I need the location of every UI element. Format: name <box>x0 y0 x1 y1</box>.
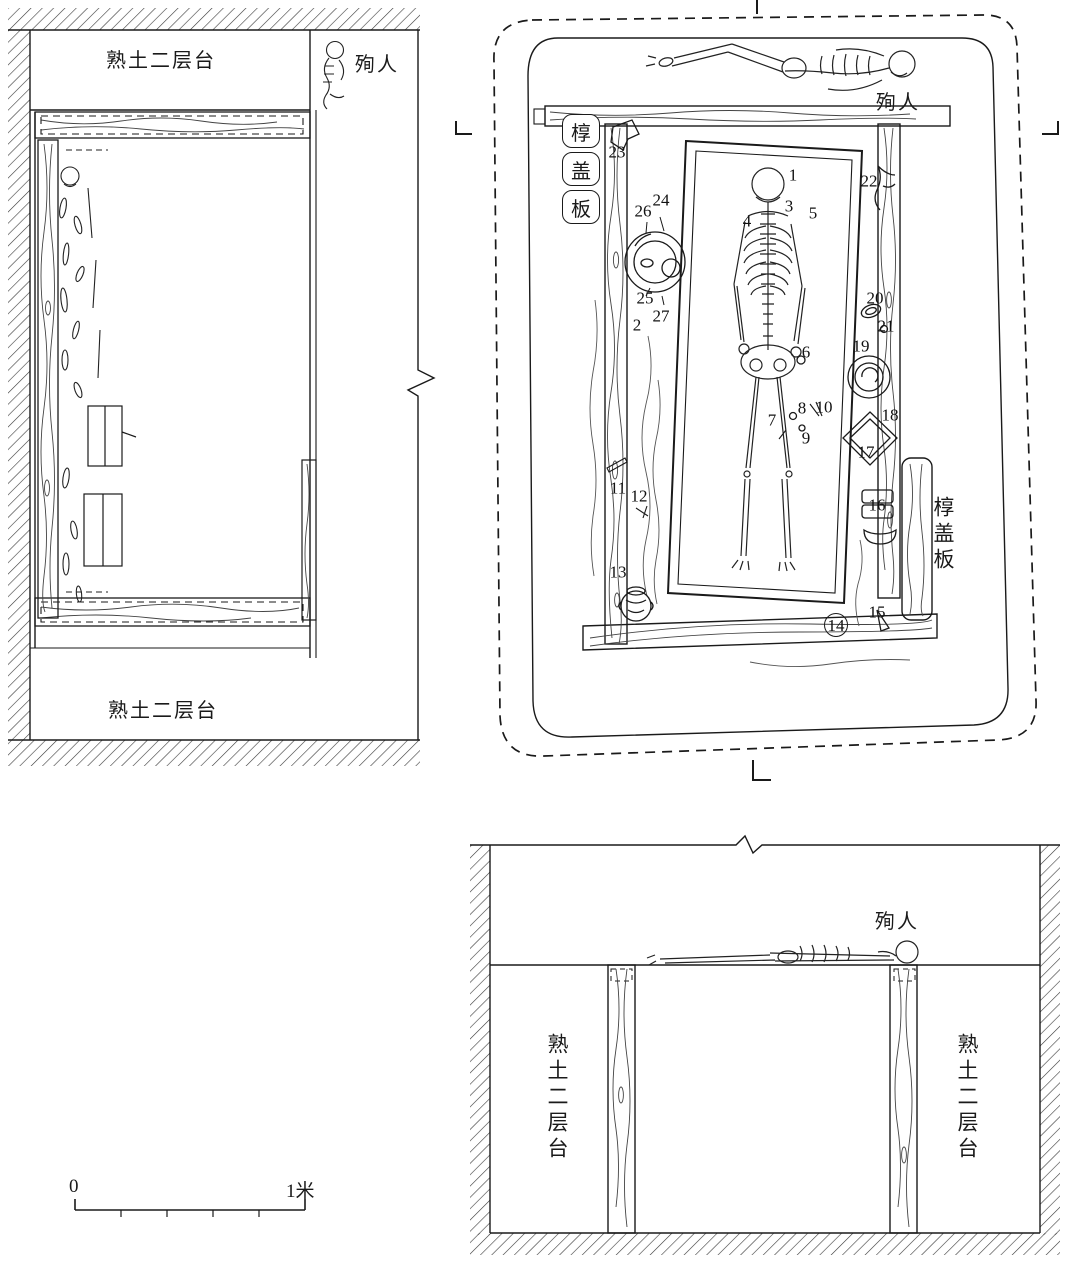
find-number-16: 16 <box>868 495 886 515</box>
coffin-cover-box-char-1: 椁 <box>562 114 600 148</box>
ground-line-with-break <box>470 834 1060 855</box>
find-number-4: 4 <box>742 211 752 231</box>
find-number-21: 21 <box>877 316 895 336</box>
find-number-6: 6 <box>801 342 811 362</box>
find-number-27: 27 <box>652 306 670 326</box>
find-number-14: 14 <box>824 613 848 637</box>
find-number-19: 19 <box>852 336 870 356</box>
find-number-23: 23 <box>608 142 626 162</box>
scale-one-meter-label: 1米 <box>286 1181 315 1202</box>
sacrifice-skeleton-plan <box>645 43 916 91</box>
cross-section-drawing <box>470 834 1060 1255</box>
right-ledge-label-cross: 熟土二层台 <box>955 1033 979 1163</box>
chamber-planks <box>533 105 951 651</box>
find-number-2: 2 <box>632 315 642 335</box>
coffin-cover-label-right: 椁盖板 <box>931 496 955 574</box>
find-number-24: 24 <box>652 190 670 210</box>
find-number-13: 13 <box>609 562 627 582</box>
sacrifice-skeleton-cross <box>646 940 919 966</box>
left-ledge-label-cross: 熟土二层台 <box>545 1033 569 1163</box>
pit-outline <box>30 30 436 740</box>
west-section-drawing <box>8 8 436 766</box>
find-number-20: 20 <box>866 288 884 308</box>
burial-goods <box>606 119 898 632</box>
sacrifice-skeleton-small <box>323 40 345 110</box>
scale-bar: 0 1米 <box>60 1176 340 1230</box>
pit-wall-hatching-cross <box>470 845 1060 1255</box>
find-number-7: 7 <box>767 410 777 430</box>
soil-streaks <box>589 299 911 668</box>
find-number-9: 9 <box>801 428 811 448</box>
coffin-side-plank <box>37 139 317 621</box>
scale-bar-drawing <box>74 1199 306 1217</box>
pit-mouth-dashed-outline <box>493 14 1037 757</box>
coffin <box>666 139 864 605</box>
find-number-18: 18 <box>881 405 899 425</box>
find-number-26: 26 <box>634 201 652 221</box>
find-number-17: 17 <box>857 442 875 462</box>
sacrifice-label-section: 殉人 <box>355 54 399 76</box>
disturbed-remains <box>59 149 108 603</box>
chamber-planks-cross <box>607 964 918 1234</box>
west-section-panel: 熟土二层台 殉人 熟土二层台 <box>8 8 436 770</box>
plank-wood-grain <box>549 110 933 647</box>
find-number-12: 12 <box>630 486 648 506</box>
find-number-5: 5 <box>808 203 818 223</box>
pit-floor-outline <box>527 37 1009 738</box>
find-number-3: 3 <box>784 196 794 216</box>
find-number-25: 25 <box>636 288 654 308</box>
plan-view-drawing <box>455 0 1059 781</box>
scale-bar-end-ticks <box>74 1199 306 1210</box>
find-number-1: 1 <box>788 165 798 185</box>
top-ledge-label: 熟土二层台 <box>106 50 216 72</box>
cross-section-panel: 殉人 熟土二层台 熟土二层台 <box>470 834 1060 1255</box>
section-cut-marks <box>455 0 1059 781</box>
grave-goods-section <box>83 405 137 567</box>
find-number-8: 8 <box>797 398 807 418</box>
scale-zero-label: 0 <box>69 1176 79 1197</box>
plank-grain-cross <box>612 968 913 1228</box>
scale-bar-minor-ticks <box>120 1210 260 1217</box>
cover-plank-bands <box>34 111 311 627</box>
pit-wall-hatching <box>8 8 420 766</box>
find-number-11: 11 <box>609 478 627 498</box>
primary-skeleton <box>731 167 806 572</box>
find-number-10: 10 <box>815 397 833 417</box>
find-number-15: 15 <box>868 602 886 622</box>
sacrifice-label-plan: 殉人 <box>876 92 920 114</box>
coffin-cover-box-char-3: 板 <box>562 190 600 224</box>
bottom-ledge-label: 熟土二层台 <box>108 700 218 722</box>
break-symbol <box>406 30 436 740</box>
coffin-cover-box-char-2: 盖 <box>562 152 600 186</box>
find-number-22: 22 <box>860 171 878 191</box>
sacrifice-label-cross: 殉人 <box>875 911 919 933</box>
